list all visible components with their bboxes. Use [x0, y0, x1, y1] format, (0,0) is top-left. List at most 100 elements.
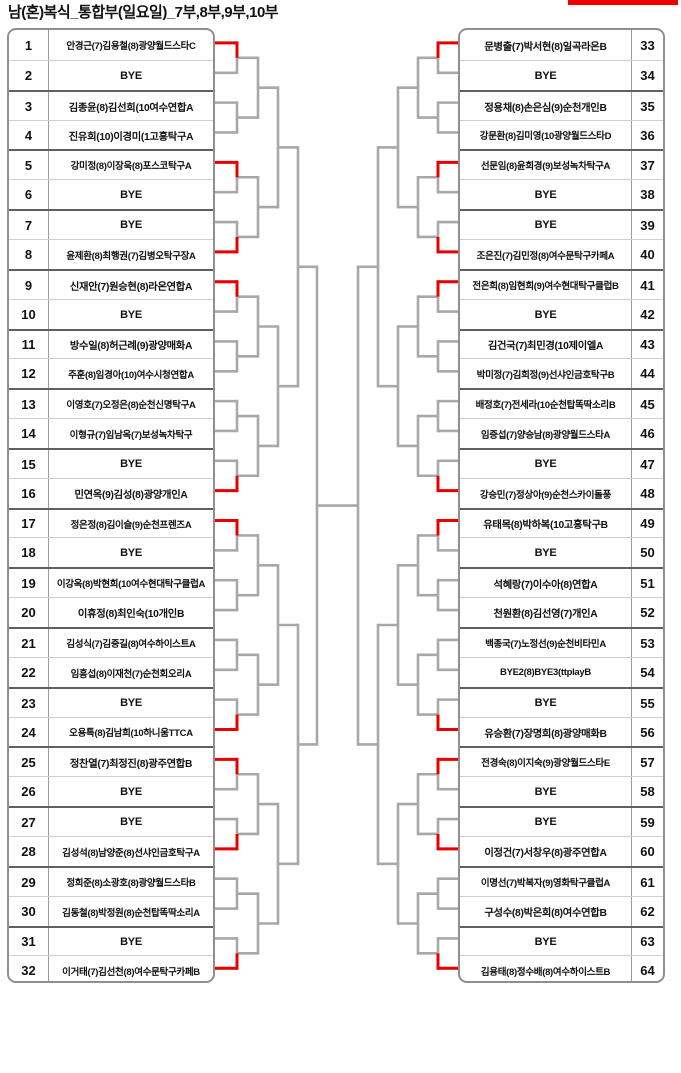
entry-number: 14 — [9, 419, 49, 448]
entry-name: 정은정(8)김이슬(9)순천프렌즈A — [70, 519, 192, 531]
entry-number: 52 — [640, 605, 655, 620]
entry-name: 이거태(7)김선천(8)여수문탁구카페B — [62, 966, 200, 978]
entry-name: BYE — [460, 808, 632, 836]
entry-number: 36 — [640, 127, 655, 143]
entry-number: 10 — [9, 300, 49, 329]
entry-number: 28 — [9, 837, 49, 866]
entry-name: 김건국(7)최민경(10제이엘A — [460, 331, 632, 358]
entry-number: 24 — [9, 718, 49, 746]
entry-number: 25 — [9, 748, 49, 776]
entry-name: BYE — [120, 458, 142, 470]
entry-name: 정희준(8)소광호(8)광양월드스타B — [66, 878, 196, 889]
entry-number: 35 — [640, 98, 655, 114]
entry-row: 9 신재안(7)원승현(8)라온연합A — [9, 269, 213, 299]
entry-number: 21 — [9, 629, 49, 657]
entry-number: 44 — [640, 366, 655, 381]
entry-name: BYE — [460, 928, 632, 955]
entry-number: 49 — [640, 516, 655, 531]
entry-name: 석혜랑(7)이수아(8)연합A — [460, 569, 632, 597]
entry-name: BYE — [460, 61, 632, 90]
entry-number: 30 — [9, 897, 49, 926]
entry-name: 이영호(7)오정은(8)순천신명탁구A — [66, 400, 196, 411]
entry-number: 47 — [640, 456, 655, 472]
entry-name: 이형규(7)임남옥(7)보성녹차탁구 — [69, 429, 193, 441]
entry-number: 29 — [9, 868, 49, 896]
entry-number: 12 — [9, 359, 49, 388]
entry-number: 54 — [640, 665, 655, 680]
entry-name: 전은희(8)임현희(9)여수현대탁구클럽B — [460, 271, 632, 299]
entry-row: BYE2(8)BYE3(ttplayB 54 — [460, 657, 663, 687]
entry-name: BYE — [120, 697, 142, 709]
entry-number: 43 — [640, 337, 655, 352]
entry-name: BYE — [120, 308, 142, 321]
entry-name: 박미정(7)김희정(9)선샤인금호탁구B — [460, 359, 632, 388]
entry-number: 61 — [640, 874, 655, 890]
entry-name: BYE — [460, 211, 632, 239]
entry-number: 9 — [9, 271, 49, 299]
entry-number: 63 — [640, 934, 655, 949]
entry-row: 31 BYE — [9, 926, 213, 955]
entry-name: 이명선(7)박복자(9)영화탁구클럽A — [460, 868, 632, 896]
entry-name: BYE — [460, 180, 632, 209]
entry-name: BYE2(8)BYE3(ttplayB — [460, 658, 632, 687]
entry-name: 유승환(7)장명희(8)광양매화B — [460, 718, 632, 746]
entry-number: 57 — [640, 754, 655, 770]
entry-number: 7 — [9, 211, 49, 239]
entry-number: 2 — [9, 61, 49, 90]
entry-number: 45 — [640, 396, 655, 412]
entry-name: 임흥섭(8)이재천(7)순천회오리A — [70, 668, 192, 680]
entry-name: BYE — [460, 689, 632, 717]
entry-name: 구성수(8)박은희(8)여수연합B — [460, 897, 632, 926]
entry-name: 전경숙(8)이지숙(9)광양월드스타E — [460, 748, 632, 776]
entry-name: 이강옥(8)박현희(10여수현대탁구클럽A — [56, 579, 206, 590]
entry-number: 58 — [640, 784, 655, 799]
entry-name: BYE — [120, 935, 142, 948]
entry-number: 6 — [9, 180, 49, 209]
entry-number: 50 — [640, 545, 655, 560]
entry-number: 5 — [9, 151, 49, 179]
entry-number: 42 — [640, 307, 655, 322]
entry-name: 김종윤(8)김선희(10여수연합A — [68, 102, 194, 114]
entry-name: BYE — [120, 546, 142, 559]
entry-number: 59 — [640, 814, 655, 830]
entry-number: 20 — [9, 598, 49, 627]
entry-name: 문병출(7)박서현(8)일곡라온B — [460, 30, 632, 60]
entry-number: 41 — [640, 277, 655, 293]
entry-number: 31 — [9, 928, 49, 955]
entry-name: BYE — [120, 219, 142, 231]
entry-name: 방수일(8)허근례(9)광양매화A — [69, 341, 193, 352]
entry-name: 진유희(10)이경미(1고흥탁구A — [68, 131, 194, 143]
entry-row: 10 BYE — [9, 299, 213, 329]
entry-name: 신재안(7)원승현(8)라온연합A — [69, 281, 193, 293]
entry-number: 11 — [9, 331, 49, 358]
entry-row: 박미정(7)김희정(9)선샤인금호탁구B 44 — [460, 358, 663, 388]
entry-row: 김건국(7)최민경(10제이엘A 43 — [460, 329, 663, 358]
entry-name: 오용특(8)김남희(10하니움TTCA — [69, 728, 193, 739]
